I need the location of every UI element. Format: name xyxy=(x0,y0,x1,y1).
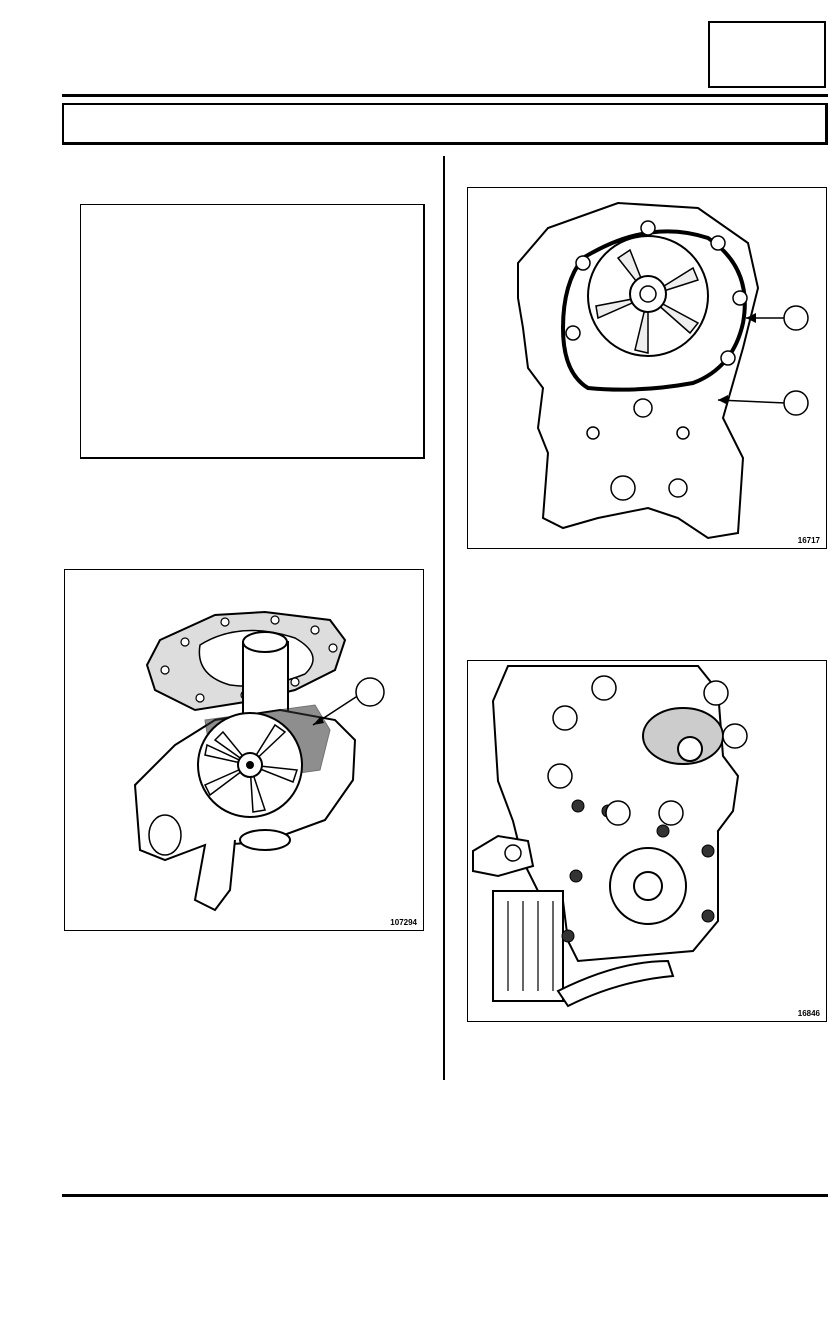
heading-bar xyxy=(62,103,828,145)
section-code-box xyxy=(708,21,826,88)
note-box xyxy=(80,204,425,459)
figure-engine-front: 16846 xyxy=(467,660,827,1022)
figure-gasket-pump: 107294 xyxy=(64,569,424,931)
header-rule xyxy=(62,94,828,97)
figure-pump-housing: 16717 xyxy=(467,187,827,549)
footer-rule xyxy=(62,1194,828,1197)
pump-housing-illustration xyxy=(517,201,809,540)
column-divider xyxy=(443,156,445,1080)
engine-front-illustration xyxy=(472,665,748,1008)
figure-number: 16846 xyxy=(797,1009,820,1018)
figure-number: 16717 xyxy=(797,536,820,545)
figure-number: 107294 xyxy=(390,918,417,927)
gasket-pump-illustration xyxy=(133,610,385,912)
